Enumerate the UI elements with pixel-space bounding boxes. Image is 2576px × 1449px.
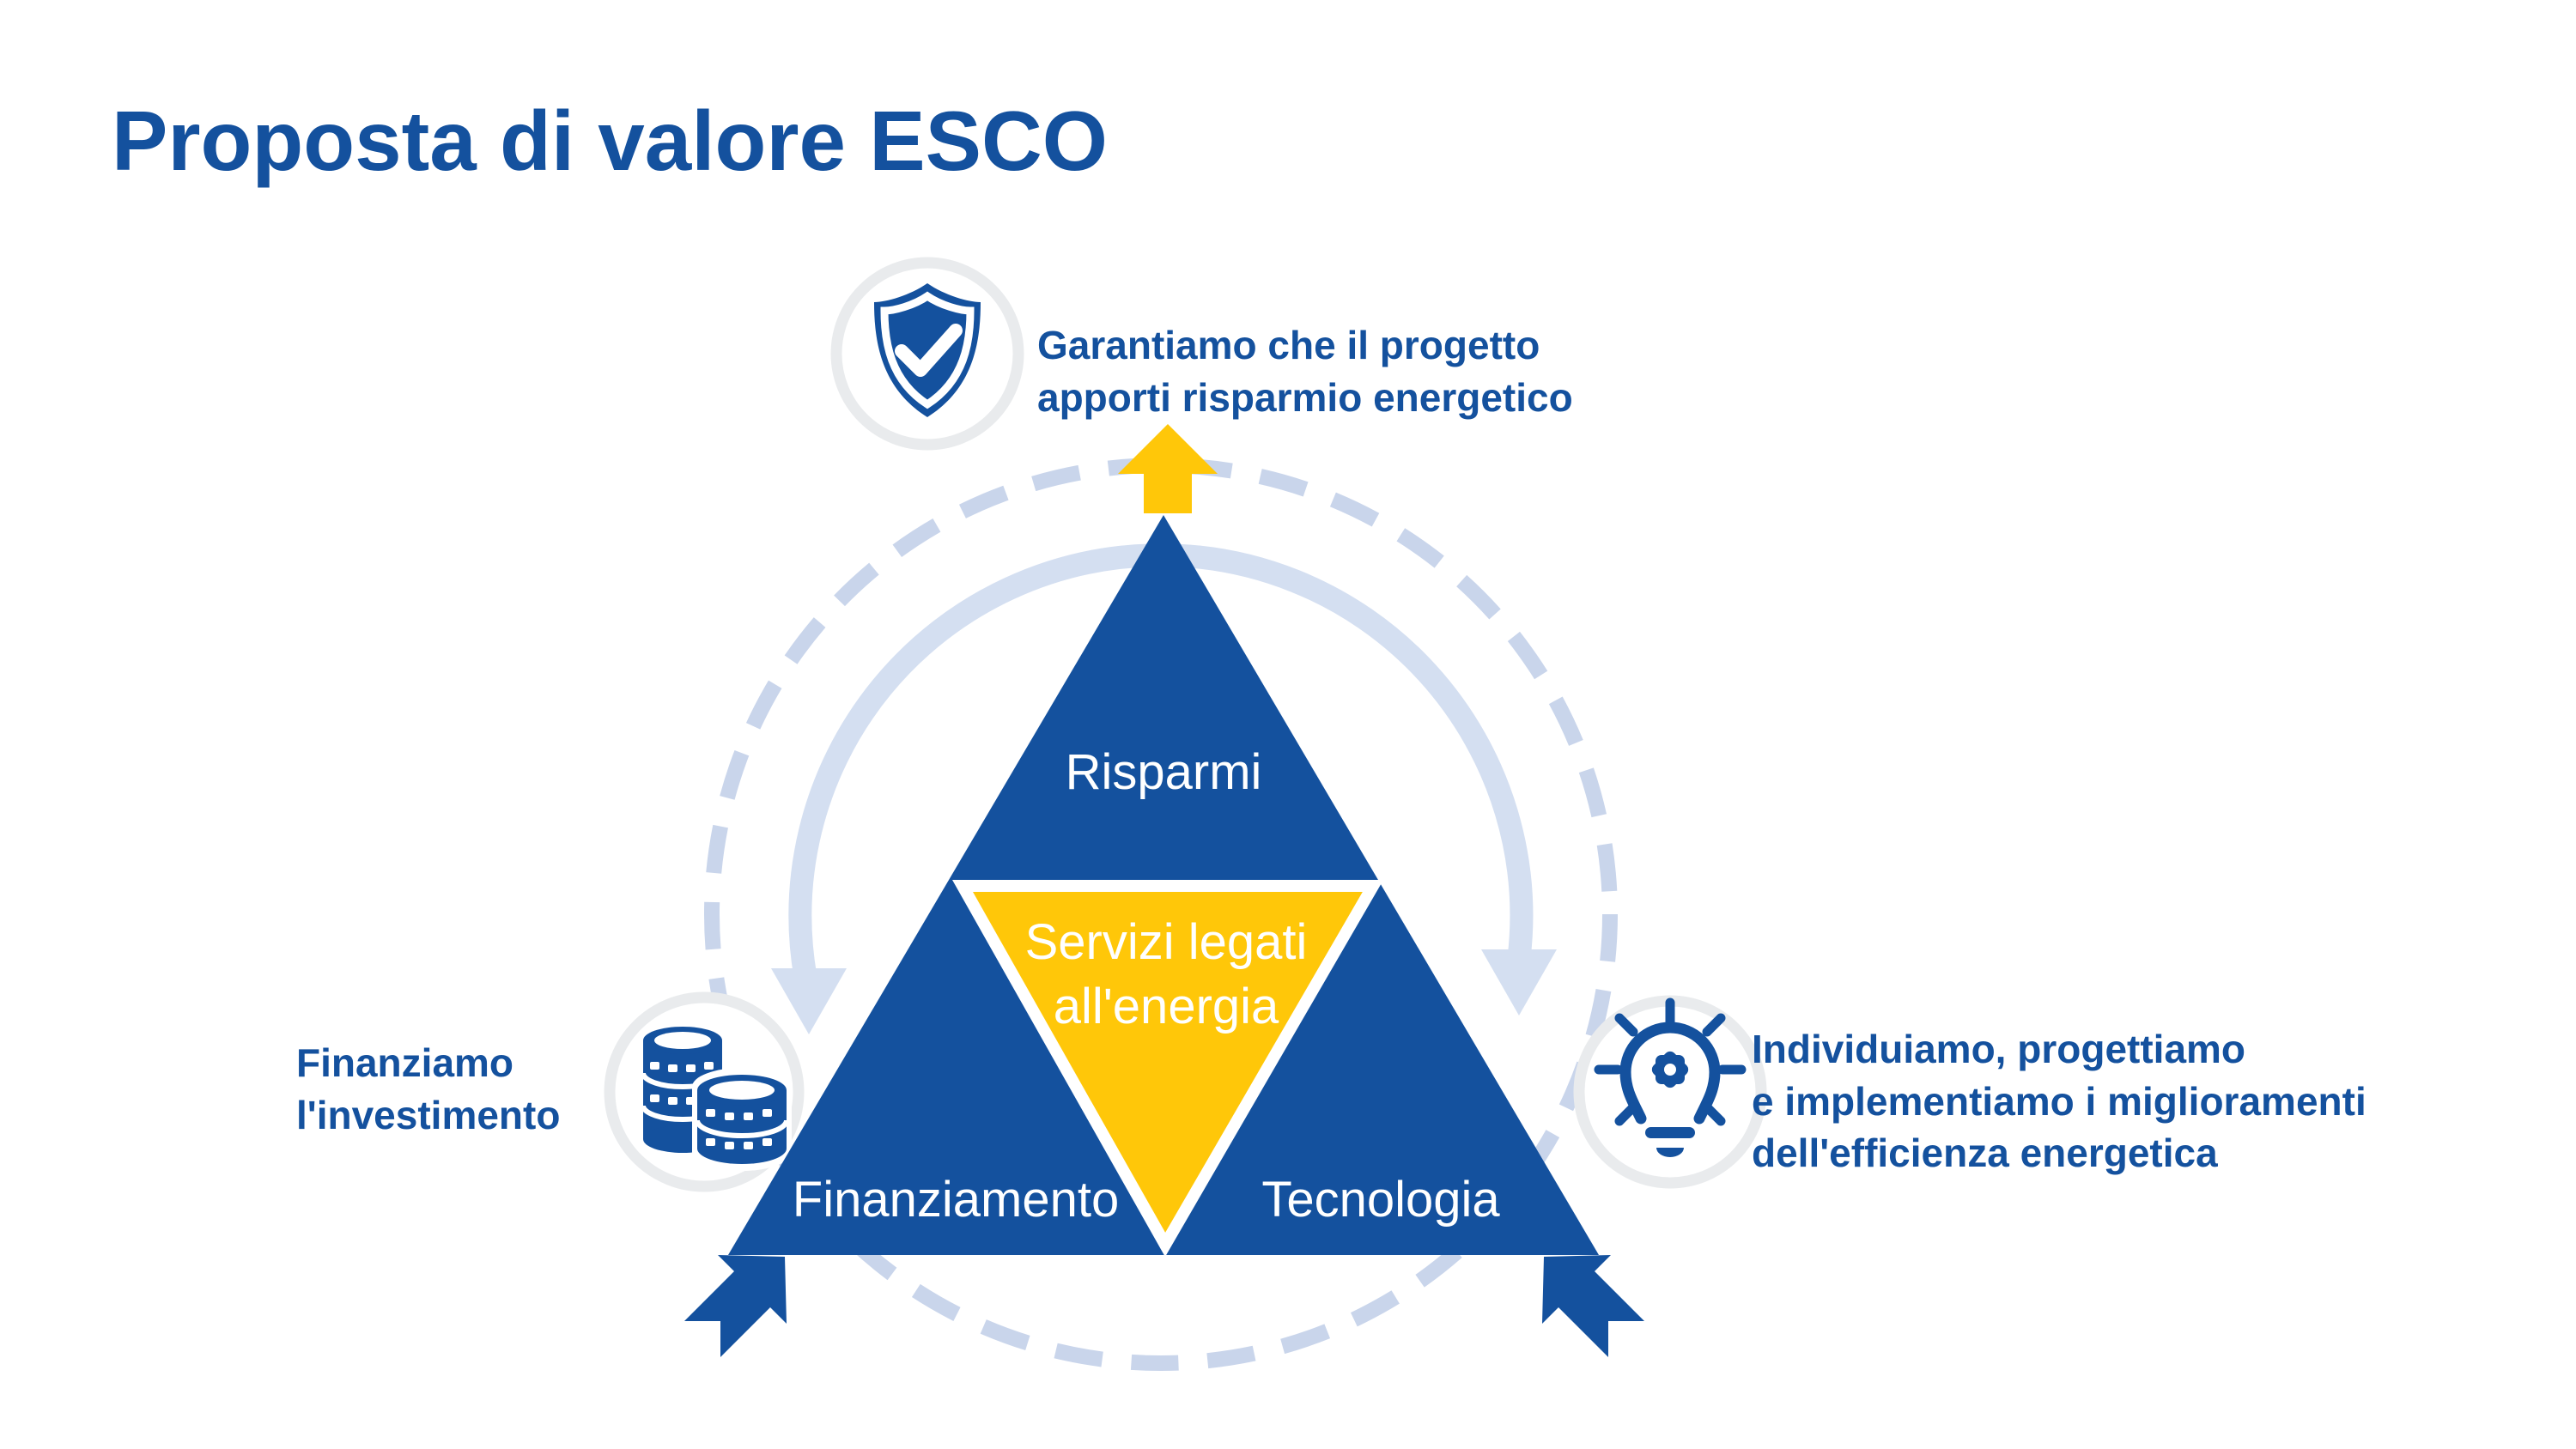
flow-arrowhead-left: [771, 968, 847, 1034]
triangle-label-servizi: Servizi legati all'energia: [1024, 914, 1308, 1035]
page-title: Proposta di valore ESCO: [112, 94, 1108, 188]
up-arrow-yellow: [1118, 424, 1218, 513]
corner-arrow-right: [1542, 1255, 1644, 1357]
triangle-label-tecnologia: Tecnologia: [1261, 1172, 1500, 1228]
annotation-guarantee: Garantiamo che il progetto apporti rispa…: [1037, 323, 1573, 420]
annotation-technology: Individuiamo, progettiamo e implementiam…: [1752, 1027, 2366, 1176]
dashed-circle: [704, 458, 1618, 1371]
triangle-center-yellow: [952, 880, 1384, 1258]
coins-icon: [641, 1027, 792, 1171]
corner-arrow-left: [684, 1255, 787, 1357]
annotation-financing: Finanziamo l'investimento: [296, 1040, 561, 1137]
lightbulb-gear-icon: [1594, 997, 1747, 1157]
triangle-label-finanziamento: Finanziamento: [792, 1172, 1120, 1228]
triangle-label-risparmi: Risparmi: [1065, 744, 1262, 800]
flow-arrowhead-right: [1481, 949, 1557, 1016]
shield-check-icon: [874, 283, 981, 417]
